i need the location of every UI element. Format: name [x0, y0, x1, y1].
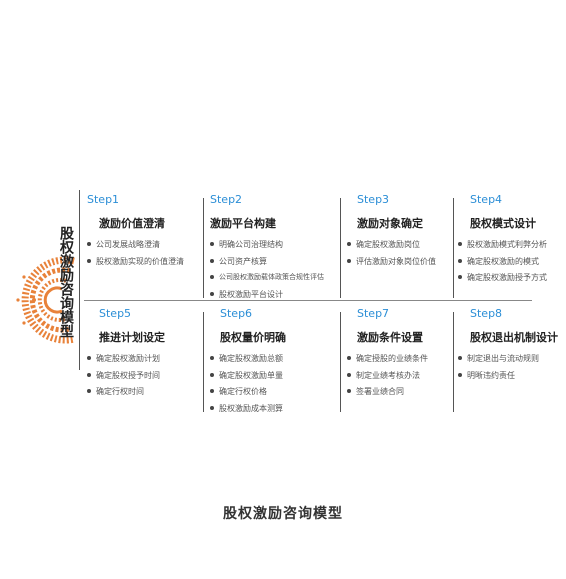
column-divider	[203, 312, 204, 412]
list-item: 公司资产核算	[210, 257, 338, 266]
ornament-icon	[16, 256, 75, 344]
step-number: Step2	[210, 193, 243, 206]
bullet-icon	[458, 356, 462, 360]
list-item: 制定业绩考核办法	[347, 371, 451, 380]
list-item: 确定股权授予时间	[87, 371, 207, 380]
step-items: 确定股权激励计划 确定股权授予时间 确定行权时间	[87, 354, 207, 396]
step-card-3: Step3 激励对象确定 确定股权激励岗位 评估激励对象岗位价值	[347, 193, 451, 273]
list-item: 确定股权激励计划	[87, 354, 207, 363]
step-card-1: Step1 激励价值澄清 公司发展战略澄清 股权激励实现的价值澄清	[87, 193, 207, 273]
step-number: Step3	[357, 193, 390, 206]
step-items: 明确公司治理结构 公司资产核算 公司股权激励载体政策合规性评估 股权激励平台设计	[210, 240, 338, 299]
column-divider	[340, 312, 341, 412]
step-number: Step5	[99, 307, 132, 320]
left-divider	[79, 190, 80, 370]
bullet-icon	[87, 389, 91, 393]
step-title: 激励对象确定	[357, 217, 423, 230]
list-item: 确定行权价格	[210, 387, 338, 396]
step-items: 公司发展战略澄清 股权激励实现的价值澄清	[87, 240, 207, 266]
list-item: 股权激励实现的价值澄清	[87, 257, 207, 266]
step-number: Step7	[357, 307, 390, 320]
bullet-icon	[347, 242, 351, 246]
list-item: 制定退出与流动规则	[458, 354, 562, 363]
step-title: 推进计划设定	[99, 331, 165, 344]
list-item: 股权激励平台设计	[210, 290, 338, 299]
bullet-icon	[210, 291, 214, 296]
step-title: 激励价值澄清	[99, 217, 165, 230]
step-number: Step6	[220, 307, 253, 320]
list-item: 确定授股的业绩条件	[347, 354, 451, 363]
list-item: 签署业绩合同	[347, 387, 451, 396]
step-items: 确定股权激励岗位 评估激励对象岗位价值	[347, 240, 451, 266]
list-item: 确定股权激励总额	[210, 354, 338, 363]
bullet-icon	[458, 242, 462, 246]
step-card-4: Step4 股权模式设计 股权激励模式利弊分析 确定股权激励的模式 确定股权激励…	[458, 193, 562, 290]
step-number: Step8	[470, 307, 503, 320]
row-divider	[84, 300, 532, 301]
bullet-icon	[458, 275, 462, 279]
figure-caption: 股权激励咨询模型	[223, 506, 343, 522]
step-card-5: Step5 推进计划设定 确定股权激励计划 确定股权授予时间 确定行权时间	[87, 307, 207, 404]
list-item: 明确公司治理结构	[210, 240, 338, 249]
bullet-icon	[210, 356, 214, 360]
step-number: Step4	[470, 193, 503, 206]
list-item: 确定股权激励的模式	[458, 257, 562, 266]
bullet-icon	[87, 258, 91, 263]
list-item: 股权激励模式利弊分析	[458, 240, 562, 249]
bullet-icon	[210, 372, 214, 377]
bullet-icon	[347, 356, 351, 360]
list-item: 公司股权激励载体政策合规性评估	[210, 273, 338, 282]
list-item: 明晰违约责任	[458, 371, 562, 380]
list-item: 评估激励对象岗位价值	[347, 257, 451, 266]
step-items: 确定股权激励总额 确定股权激励单量 确定行权价格 股权激励成本测算	[210, 354, 338, 413]
step-card-2: Step2 激励平台构建 明确公司治理结构 公司资产核算 公司股权激励载体政策合…	[210, 193, 338, 306]
list-item: 公司发展战略澄清	[87, 240, 207, 249]
step-title: 股权退出机制设计	[470, 331, 558, 344]
list-item: 确定股权激励单量	[210, 371, 338, 380]
bullet-icon	[210, 242, 214, 246]
bullet-icon	[210, 405, 214, 410]
step-title: 股权模式设计	[470, 217, 536, 230]
step-title: 激励条件设置	[357, 331, 423, 344]
step-items: 制定退出与流动规则 明晰违约责任	[458, 354, 562, 380]
column-divider	[453, 312, 454, 412]
list-item: 确定股权激励岗位	[347, 240, 451, 249]
step-card-6: Step6 股权量价明确 确定股权激励总额 确定股权激励单量 确定行权价格 股权…	[210, 307, 338, 420]
column-divider	[453, 198, 454, 298]
bullet-icon	[87, 372, 91, 377]
step-items: 股权激励模式利弊分析 确定股权激励的模式 确定股权激励授予方式	[458, 240, 562, 282]
step-card-7: Step7 激励条件设置 确定授股的业绩条件 制定业绩考核办法 签署业绩合同	[347, 307, 451, 404]
list-item: 股权激励成本测算	[210, 404, 338, 413]
side-title: 股权激励咨询模型	[58, 226, 74, 338]
bullet-icon	[210, 258, 214, 263]
column-divider	[340, 198, 341, 298]
bullet-icon	[458, 258, 462, 263]
step-items: 确定授股的业绩条件 制定业绩考核办法 签署业绩合同	[347, 354, 451, 396]
column-divider	[203, 198, 204, 298]
bullet-icon	[347, 258, 351, 263]
step-title: 股权量价明确	[220, 331, 286, 344]
step-title: 激励平台构建	[210, 217, 276, 230]
bullet-icon	[458, 372, 462, 377]
step-card-8: Step8 股权退出机制设计 制定退出与流动规则 明晰违约责任	[458, 307, 562, 387]
bullet-icon	[347, 372, 351, 377]
bullet-icon	[210, 275, 214, 279]
step-number: Step1	[87, 193, 120, 206]
list-item: 确定股权激励授予方式	[458, 273, 562, 282]
list-item: 确定行权时间	[87, 387, 207, 396]
bullet-icon	[87, 356, 91, 360]
bullet-icon	[210, 389, 214, 393]
bullet-icon	[87, 242, 91, 246]
bullet-icon	[347, 389, 351, 393]
